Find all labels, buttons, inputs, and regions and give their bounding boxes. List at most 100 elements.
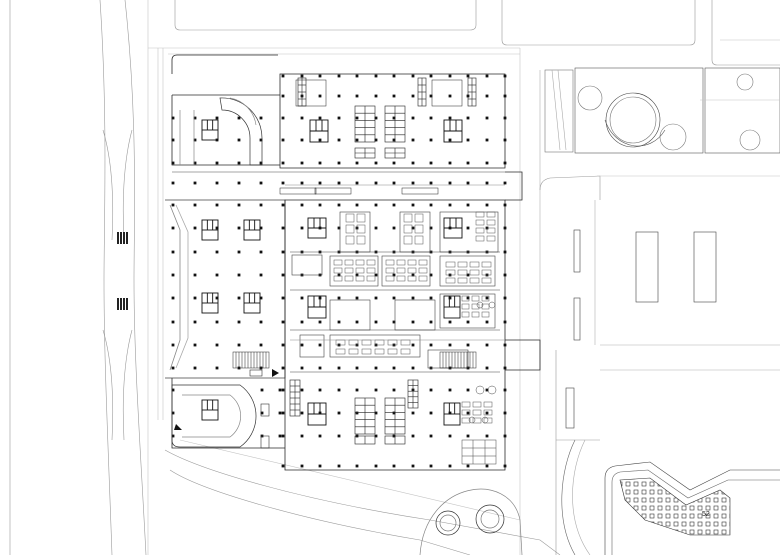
column — [411, 273, 415, 277]
column — [411, 226, 415, 230]
column — [259, 273, 263, 277]
column — [318, 203, 322, 207]
column — [355, 320, 359, 324]
column — [411, 464, 415, 468]
column — [355, 116, 359, 120]
access-lines — [285, 184, 505, 341]
column — [318, 366, 322, 370]
column — [374, 161, 378, 165]
column — [503, 320, 507, 324]
column — [429, 296, 433, 300]
column — [278, 388, 282, 392]
column — [374, 388, 378, 392]
column — [429, 388, 433, 392]
desk — [344, 259, 354, 266]
column — [337, 434, 341, 438]
column — [355, 161, 359, 165]
column — [448, 74, 452, 78]
column — [466, 343, 470, 347]
column — [193, 203, 197, 207]
column — [281, 250, 285, 254]
column — [411, 94, 415, 98]
desk — [403, 213, 413, 223]
column — [259, 138, 263, 142]
desk — [407, 259, 417, 266]
column — [300, 161, 304, 165]
boulevard-markers — [117, 232, 128, 310]
column — [237, 273, 241, 277]
column — [337, 116, 341, 120]
desk — [418, 259, 428, 266]
column — [503, 366, 507, 370]
site-context — [9, 0, 780, 555]
column — [503, 226, 507, 230]
column — [259, 343, 263, 347]
column — [355, 94, 359, 98]
column — [429, 320, 433, 324]
column — [300, 74, 304, 78]
column — [448, 116, 452, 120]
column — [392, 94, 396, 98]
desk — [471, 295, 480, 302]
column — [355, 203, 359, 207]
column — [503, 296, 507, 300]
north-arrow-icon — [174, 424, 182, 430]
desk — [414, 235, 424, 245]
column — [429, 464, 433, 468]
column — [355, 181, 359, 185]
desk — [414, 213, 424, 223]
column — [300, 434, 304, 438]
desk — [387, 339, 398, 346]
column — [485, 116, 489, 120]
column — [429, 181, 433, 185]
column — [300, 411, 304, 415]
column — [448, 203, 452, 207]
column — [355, 464, 359, 468]
column — [355, 388, 359, 392]
column — [337, 74, 341, 78]
column — [448, 181, 452, 185]
column — [193, 116, 197, 120]
column — [485, 74, 489, 78]
column — [259, 181, 263, 185]
desk — [355, 275, 365, 282]
column — [429, 203, 433, 207]
column — [503, 434, 507, 438]
desk — [483, 409, 493, 416]
column — [485, 434, 489, 438]
column — [485, 181, 489, 185]
desk — [356, 224, 366, 234]
desk — [481, 269, 492, 276]
column — [392, 203, 396, 207]
column — [466, 273, 470, 277]
column — [485, 411, 489, 415]
column — [374, 273, 378, 277]
desk — [335, 348, 346, 355]
column — [411, 411, 415, 415]
column — [448, 296, 452, 300]
column — [281, 138, 285, 142]
column — [411, 138, 415, 142]
column — [171, 226, 175, 230]
column — [466, 203, 470, 207]
column — [193, 226, 197, 230]
desk — [471, 311, 480, 318]
desk — [481, 295, 490, 302]
column — [466, 161, 470, 165]
column — [503, 464, 507, 468]
column — [237, 320, 241, 324]
column — [281, 181, 285, 185]
column — [281, 320, 285, 324]
column — [355, 411, 359, 415]
column — [429, 138, 433, 142]
column — [503, 181, 507, 185]
column — [392, 464, 396, 468]
desk — [475, 235, 485, 242]
column — [300, 366, 304, 370]
desk — [461, 295, 470, 302]
column — [318, 388, 322, 392]
column — [411, 366, 415, 370]
column — [171, 161, 175, 165]
desk — [344, 275, 354, 282]
